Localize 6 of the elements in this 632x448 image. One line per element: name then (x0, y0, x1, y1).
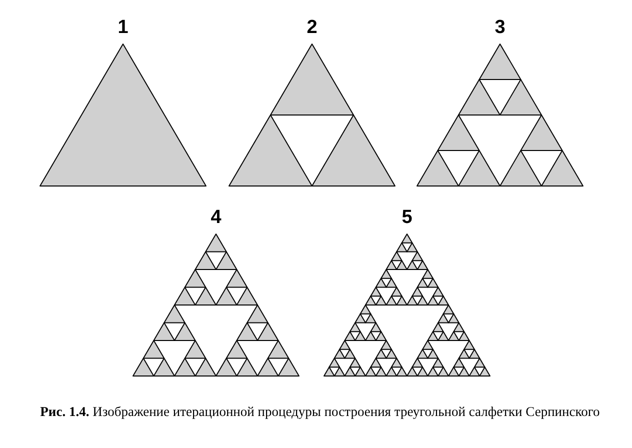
figure-number: 1 (116, 18, 130, 38)
figure-number: 3 (494, 18, 506, 38)
figure-number: 5 (400, 208, 414, 228)
figure-number: 2 (306, 18, 318, 38)
figure-number: 4 (210, 208, 222, 228)
figure-caption: Рис. 1.4. Изображение итерационной процедуры построения треугольной салфетки Серпинского (40, 403, 600, 421)
